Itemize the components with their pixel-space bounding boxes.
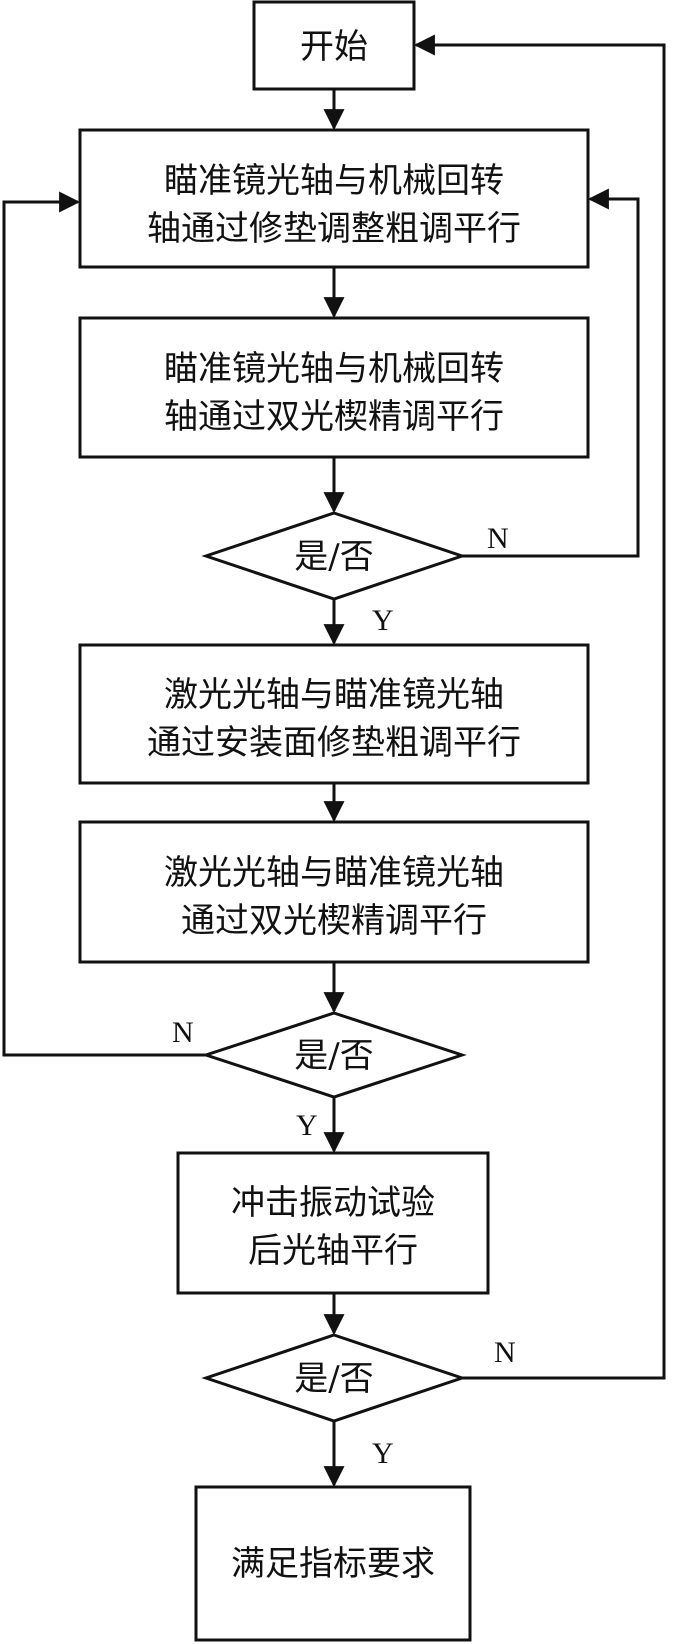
step1-line2: 轴通过修垫调整粗调平行 [147, 209, 521, 249]
step4-line1: 激光光轴与瞄准镜光轴 [164, 853, 504, 893]
step5-box [176, 1151, 490, 1295]
flowchart: 开始 瞄准镜光轴与机械回转 轴通过修垫调整粗调平行 瞄准镜光轴与机械回转 轴通过… [2, 0, 666, 1642]
decision1-no-label: N [487, 522, 509, 555]
step3-box [78, 643, 590, 785]
end-label: 满足指标要求 [231, 1544, 435, 1584]
start-label: 开始 [300, 27, 368, 67]
decision2-yes-label: Y [296, 1109, 318, 1142]
decision3-no-label: N [494, 1336, 516, 1369]
decision3-yes-label: Y [372, 1437, 394, 1470]
step3-line2: 通过安装面修垫粗调平行 [147, 723, 521, 763]
arrow-decision1-no-loop [462, 188, 640, 558]
step2-line1: 瞄准镜光轴与机械回转 [164, 349, 504, 389]
end-box [194, 1485, 472, 1642]
step1-box [78, 128, 590, 269]
step1-line1: 瞄准镜光轴与机械回转 [164, 161, 504, 201]
step2-box [78, 316, 590, 459]
step2-line2: 轴通过双光楔精调平行 [164, 397, 504, 437]
flowchart-canvas: 开始 瞄准镜光轴与机械回转 轴通过修垫调整粗调平行 瞄准镜光轴与机械回转 轴通过… [2, 0, 666, 1642]
step5-line1: 冲击振动试验 [231, 1183, 435, 1223]
decision1-yes-label: Y [372, 604, 394, 637]
step5-line2: 后光轴平行 [248, 1231, 418, 1271]
decision3-label: 是/否 [294, 1359, 373, 1399]
arrow-decision2-no-loop [2, 191, 206, 1057]
step4-line2: 通过双光楔精调平行 [181, 901, 487, 941]
start-box [252, 0, 416, 91]
decision2-no-label: N [172, 1016, 194, 1049]
step3-line1: 激光光轴与瞄准镜光轴 [164, 675, 504, 715]
arrow-decision3-no-loop [413, 34, 666, 1380]
decision1-label: 是/否 [294, 537, 373, 577]
decision2-label: 是/否 [294, 1036, 373, 1076]
